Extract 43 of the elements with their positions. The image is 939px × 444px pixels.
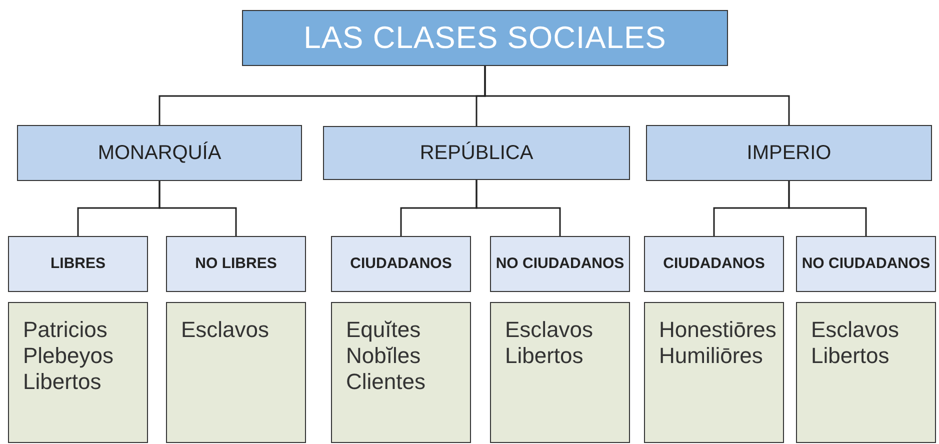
connector-line bbox=[476, 180, 561, 236]
subcategory-box bbox=[644, 236, 784, 292]
category-box bbox=[646, 125, 932, 181]
subcategory-box bbox=[796, 236, 936, 292]
box-label: CIUDADANOS bbox=[663, 255, 765, 273]
category-box bbox=[17, 125, 302, 181]
list-box bbox=[166, 302, 306, 443]
list-item: Esclavos bbox=[505, 317, 594, 343]
list-box bbox=[331, 302, 471, 443]
subcategory-box bbox=[8, 236, 148, 292]
list-box bbox=[796, 302, 936, 443]
connector-line bbox=[788, 181, 867, 236]
list-box bbox=[8, 302, 148, 443]
list-item: Clientes bbox=[346, 369, 426, 395]
list-item: Libertos bbox=[23, 369, 102, 395]
list-item: Plebeyos bbox=[23, 343, 115, 369]
list-item: Libertos bbox=[811, 343, 890, 369]
box-label: MONARQUÍA bbox=[98, 142, 222, 164]
title-box bbox=[242, 10, 728, 66]
list-item: Humiliōres bbox=[659, 343, 764, 369]
list-box bbox=[490, 302, 630, 443]
list-box bbox=[644, 302, 784, 443]
title-text: LAS CLASES SOCIALES bbox=[304, 20, 666, 56]
list-item: Libertos bbox=[505, 343, 584, 369]
list-item: Esclavos bbox=[181, 317, 270, 343]
box-label: CIUDADANOS bbox=[350, 255, 452, 273]
list-item: Honestiōres bbox=[659, 317, 778, 343]
list-item: Nobĭles bbox=[346, 343, 422, 369]
box-label: NO CIUDADANOS bbox=[496, 255, 624, 273]
box-label: NO LIBRES bbox=[195, 255, 277, 273]
subcategory-box bbox=[490, 236, 630, 292]
list-item: Equĭtes bbox=[346, 317, 422, 343]
box-label: NO CIUDADANOS bbox=[802, 255, 930, 273]
category-box bbox=[323, 126, 630, 180]
subcategory-box bbox=[331, 236, 471, 292]
subcategory-box bbox=[166, 236, 306, 292]
box-label: LIBRES bbox=[50, 255, 106, 273]
box-label: REPÚBLICA bbox=[420, 142, 534, 164]
box-label: IMPERIO bbox=[746, 142, 832, 164]
list-item: Patricios bbox=[23, 317, 108, 343]
connector-line bbox=[484, 66, 790, 125]
connector-line bbox=[158, 181, 237, 236]
list-item: Esclavos bbox=[811, 317, 900, 343]
